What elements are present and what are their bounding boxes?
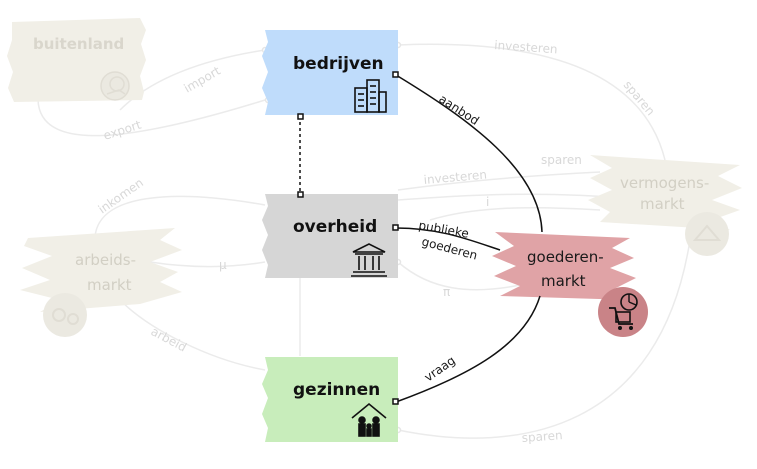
shopping-cart-chart-icon <box>598 287 648 337</box>
edge-export-line <box>37 99 266 137</box>
arbeidsmarkt-label-line2: markt <box>87 276 132 294</box>
node-bedrijven: bedrijven <box>262 30 398 115</box>
buitenland-label: buitenland <box>33 35 124 53</box>
goederenmarkt-label-line1: goederen- <box>527 248 604 266</box>
overheid-box <box>262 194 398 278</box>
bedrijven-label: bedrijven <box>293 54 384 74</box>
edge-inkomen-line <box>94 195 266 246</box>
edge-label-sparen-top: sparen <box>621 78 658 118</box>
node-overheid: overheid <box>262 194 398 278</box>
globe-hand-icon <box>100 71 130 101</box>
dark-connectors <box>297 71 543 405</box>
edge-pi-line <box>397 261 521 291</box>
edge-arbeid-line <box>119 299 266 371</box>
node-arbeidsmarkt: arbeids- markt <box>20 228 182 337</box>
goederenmarkt-label-line2: markt <box>541 272 586 290</box>
gezinnen-label: gezinnen <box>293 380 380 400</box>
money-house-icon <box>685 212 729 256</box>
node-gezinnen: gezinnen <box>262 357 398 442</box>
worker-gear-icon <box>43 293 87 337</box>
edge-label-mu: μ <box>219 258 227 272</box>
edge-investeren-mid-line <box>397 171 601 191</box>
edge-i-line <box>429 206 601 221</box>
vermogensmarkt-brush-shape <box>588 155 742 230</box>
edge-vraag-line <box>395 295 541 403</box>
edge-label-vraag: vraag <box>422 353 458 384</box>
edge-sparen-bottom-line <box>397 239 691 439</box>
edge-label-investeren-top: investeren <box>494 38 558 56</box>
arbeidsmarkt-brush-shape <box>20 228 182 312</box>
node-goederenmarkt: goederen- markt <box>492 232 648 337</box>
node-buitenland: buitenland <box>7 18 146 102</box>
edge-aanbod-line <box>395 74 543 233</box>
edge-investeren-top-line <box>397 43 666 161</box>
office-buildings-icon <box>354 79 387 113</box>
edge-label-sparen-mid: sparen <box>541 153 582 167</box>
edge-mu-line <box>149 261 266 268</box>
edge-label-i: i <box>486 195 489 209</box>
edge-label-arbeid: arbeid <box>149 324 189 354</box>
government-building-icon <box>351 243 387 277</box>
edge-label-pi: π <box>443 285 450 299</box>
node-vermogensmarkt: vermogens- markt <box>588 155 742 256</box>
arbeidsmarkt-label-line1: arbeids- <box>75 251 136 269</box>
vermogensmarkt-label-line1: vermogens- <box>620 174 709 192</box>
edge-label-sparen-bottom: sparen <box>521 428 563 445</box>
edge-label-goederen: goederen <box>420 234 479 262</box>
edge-label-aanbod: aanbod <box>436 92 481 128</box>
overheid-label: overheid <box>293 217 377 237</box>
edge-publieke-goederen-line <box>395 227 501 251</box>
goederenmarkt-brush-shape <box>492 232 636 300</box>
edge-label-inkomen: inkomen <box>96 175 146 216</box>
family-house-icon <box>351 402 387 437</box>
edge-label-investeren-mid: investeren <box>423 168 487 187</box>
vermogensmarkt-label-line2: markt <box>640 195 685 213</box>
edge-label-export: export <box>102 117 144 142</box>
